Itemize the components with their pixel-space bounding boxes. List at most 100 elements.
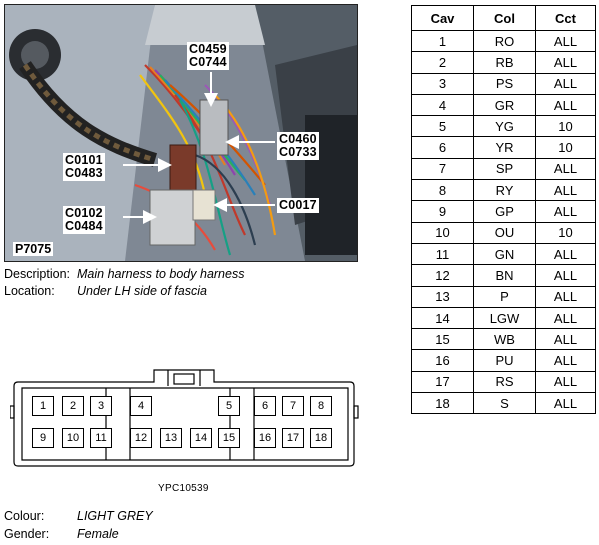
cell-cct: ALL <box>535 392 596 415</box>
callout-line: C0459 <box>189 42 227 56</box>
connector-pin-8: 8 <box>310 396 332 416</box>
header-cct: Cct <box>535 5 596 31</box>
callout-line: C0483 <box>65 166 103 180</box>
cell-col: PU <box>473 349 536 372</box>
callout-c0101-c0483: C0101 C0483 <box>63 153 105 181</box>
cell-cav: 4 <box>411 93 474 117</box>
cell-cav: 14 <box>411 306 474 330</box>
pin-table-header: Cav Col Cct <box>411 5 596 31</box>
connector-pin-17: 17 <box>282 428 304 448</box>
cell-col: GN <box>473 242 536 266</box>
cell-cct: ALL <box>535 200 596 223</box>
cell-cav: 7 <box>411 157 474 181</box>
cell-col: RB <box>473 51 536 74</box>
cell-cav: 11 <box>411 242 474 266</box>
cell-cct: ALL <box>535 51 596 74</box>
cell-cav: 6 <box>411 136 474 159</box>
description-value: Main harness to body harness <box>77 267 245 281</box>
cell-cct: ALL <box>535 370 596 394</box>
connector-pin-10: 10 <box>62 428 84 448</box>
cell-col: GP <box>473 200 536 223</box>
cell-cav: 10 <box>411 221 474 244</box>
cell-cct: ALL <box>535 179 596 202</box>
connector-pin-7: 7 <box>282 396 304 416</box>
cell-cct: ALL <box>535 157 596 181</box>
connector-pin-13: 13 <box>160 428 182 448</box>
cell-cct: ALL <box>535 264 596 287</box>
gender-label: Gender: <box>4 527 50 541</box>
callout-c0460-c0733: C0460 C0733 <box>277 132 319 160</box>
cell-cct: 10 <box>535 115 596 138</box>
cell-cct: ALL <box>535 72 596 95</box>
cell-cav: 3 <box>411 72 474 95</box>
cell-col: YG <box>473 115 536 138</box>
description-label: Description: <box>4 267 70 281</box>
connector-pin-18: 18 <box>310 428 332 448</box>
harness-photo-illustration <box>5 5 357 261</box>
gender-value: Female <box>77 527 119 541</box>
connector-pin-3: 3 <box>90 396 112 416</box>
cell-cav: 15 <box>411 328 474 351</box>
cell-col: GR <box>473 93 536 117</box>
properties-block: Colour: LIGHT GREY Gender: Female <box>4 508 344 544</box>
cell-cct: 10 <box>535 221 596 244</box>
cell-cav: 9 <box>411 200 474 223</box>
cell-cav: 12 <box>411 264 474 287</box>
figure-id: YPC10539 <box>158 483 209 494</box>
cell-cav: 8 <box>411 179 474 202</box>
harness-photo: C0459 C0744 C0460 C0733 C0101 C0483 C001… <box>4 4 358 262</box>
cell-cct: ALL <box>535 306 596 330</box>
cell-cct: ALL <box>535 242 596 266</box>
location-label: Location: <box>4 284 55 298</box>
callout-line: C0017 <box>279 198 317 212</box>
cell-cav: 16 <box>411 349 474 372</box>
cell-cct: ALL <box>535 29 596 53</box>
connector-pin-16: 16 <box>254 428 276 448</box>
connector-pin-14: 14 <box>190 428 212 448</box>
callout-c0102-c0484: C0102 C0484 <box>63 206 105 234</box>
callout-c0459-c0744: C0459 C0744 <box>187 42 229 70</box>
header-col: Col <box>473 5 536 31</box>
colour-label: Colour: <box>4 509 45 523</box>
callout-line: C0460 <box>279 132 317 146</box>
cell-col: PS <box>473 72 536 95</box>
cell-col: YR <box>473 136 536 159</box>
connector-pin-6: 6 <box>254 396 276 416</box>
connector-pin-9: 9 <box>32 428 54 448</box>
cell-col: LGW <box>473 306 536 330</box>
cell-cav: 13 <box>411 285 474 308</box>
cell-cct: ALL <box>535 285 596 308</box>
cell-cav: 1 <box>411 29 474 53</box>
colour-value: LIGHT GREY <box>77 509 153 523</box>
cell-col: RS <box>473 370 536 394</box>
description-block: Description: Main harness to body harnes… <box>4 266 344 300</box>
cell-cav: 5 <box>411 115 474 138</box>
cell-col: SP <box>473 157 536 181</box>
photo-plate-id: P7075 <box>13 242 54 256</box>
connector-pin-15: 15 <box>218 428 240 448</box>
connector-pin-1: 1 <box>32 396 54 416</box>
cell-col: OU <box>473 221 536 244</box>
cell-col: RY <box>473 179 536 202</box>
cell-col: S <box>473 392 536 415</box>
location-value: Under LH side of fascia <box>77 284 207 298</box>
